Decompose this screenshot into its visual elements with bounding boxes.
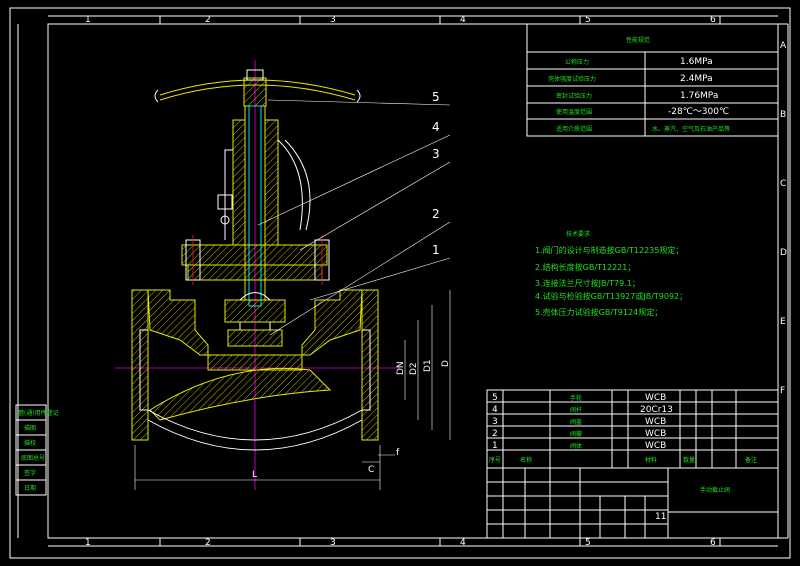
tech-req-3: 3.连接法兰尺寸按JB/T79.1； (535, 278, 640, 288)
handwheel (154, 69, 361, 107)
part-no-1: 1 (492, 441, 498, 451)
side-label-1: 借(通)用件登记 (18, 409, 59, 417)
zone-side-a: A (780, 41, 787, 51)
part-name-4: 阀杆 (570, 406, 582, 414)
valve-drawing: L C f DN D2 D1 D 5 4 3 2 1 (115, 60, 451, 490)
dimensions: L C f DN D2 D1 D (134, 290, 451, 490)
title-block: 手动截止阀 11 (486, 467, 779, 539)
spec-row-value-2: 2.4MPa (680, 74, 713, 84)
side-label-3: 描校 (24, 439, 36, 447)
dim-d1: D1 (423, 359, 433, 372)
tech-req-title: 技术要求 (566, 230, 590, 238)
tech-req-4: 4.试验与检验按GB/T13927或JB/T9092； (535, 291, 687, 301)
part-name-3: 阀盖 (570, 418, 582, 426)
side-label-2: 描图 (24, 424, 36, 432)
part-material-4: 20Cr13 (640, 405, 673, 415)
tech-requirements: 技术要求 1.阀门的设计与制造按GB/T12235规定； 2.结构长度按GB/T… (535, 230, 687, 317)
zone-top-6: 6 (710, 15, 716, 25)
zone-marks: 1 2 3 4 5 6 1 2 3 4 5 6 A B C D E F (85, 15, 787, 548)
spec-row-label-4: 使用温度范围 (556, 108, 592, 116)
outer-border (9, 7, 791, 559)
bonnet (181, 235, 330, 323)
drawing-title: 手动截止阀 (700, 486, 730, 494)
spec-row-value-3: 1.76MPa (680, 91, 718, 101)
dim-d: D (441, 360, 451, 367)
dim-dn: DN (396, 361, 406, 375)
side-label-6: 日期 (24, 484, 36, 492)
tech-req-5: 5.壳体压力试验按GB/T9124规定； (535, 307, 662, 317)
zone-bottom-1: 1 (85, 538, 91, 548)
part-no-4: 4 (492, 405, 498, 415)
zone-top-5: 5 (585, 15, 591, 25)
part-no-3: 3 (492, 417, 498, 427)
side-label-column: 借(通)用件登记 描图 描校 底图总号 签字 日期 (15, 404, 59, 496)
spec-row-label-5: 适用介质范围 (556, 125, 592, 133)
spec-row-value-5: 水、蒸汽、空气及石油产品等 (652, 125, 730, 133)
parts-header-no: 序号 (489, 456, 501, 464)
callouts: 5 4 3 2 1 (257, 90, 451, 336)
dim-c: C (368, 465, 374, 475)
part-material-5: WCB (645, 393, 666, 403)
zone-bottom-3: 3 (330, 538, 336, 548)
side-label-4: 底图总号 (21, 454, 45, 462)
inner-border (47, 23, 779, 539)
part-no-5: 5 (492, 393, 498, 403)
disc (227, 322, 283, 347)
parts-list: 5 手轮 WCB 4 阀杆 20Cr13 3 阀盖 WCB 2 阀瓣 WCB 1… (486, 389, 779, 469)
valve-body (131, 289, 379, 451)
spec-row-value-1: 1.6MPa (680, 57, 713, 67)
part-material-3: WCB (645, 417, 666, 427)
tech-req-2: 2.结构长度按GB/T12221； (535, 262, 635, 272)
callout-2: 2 (432, 207, 440, 221)
dim-f: f (396, 448, 400, 458)
part-material-2: WCB (645, 429, 666, 439)
spec-row-value-4: -28℃～300℃ (668, 107, 729, 117)
zone-side-c: C (780, 179, 786, 189)
spec-row-label-3: 密封试验压力 (556, 92, 592, 100)
parts-header-qty: 数量 (683, 456, 695, 464)
sheet-count: 11 (655, 512, 666, 522)
callout-5: 5 (432, 90, 440, 104)
callout-1: 1 (432, 243, 440, 257)
zone-bottom-5: 5 (585, 538, 591, 548)
zone-side-d: D (780, 248, 787, 258)
zone-side-b: B (780, 110, 786, 120)
zone-bottom-4: 4 (460, 538, 466, 548)
spec-table: 性能规范 公称压力 1.6MPa 壳体强度试验压力 2.4MPa 密封试验压力 … (526, 23, 779, 137)
parts-header-remark: 备注 (745, 456, 757, 464)
zone-side-f: F (780, 386, 785, 396)
yoke (217, 119, 311, 246)
zone-top-1: 1 (85, 15, 91, 25)
zone-top-4: 4 (460, 15, 466, 25)
part-name-2: 阀瓣 (570, 430, 582, 438)
part-material-1: WCB (645, 441, 666, 451)
dim-d2: D2 (409, 362, 419, 375)
part-name-1: 阀体 (570, 442, 582, 450)
parts-header-material: 材料 (645, 456, 657, 464)
zone-top-3: 3 (330, 15, 336, 25)
zone-side-e: E (780, 317, 786, 327)
callout-3: 3 (432, 147, 440, 161)
parts-header-name: 名称 (520, 456, 532, 464)
dim-l: L (252, 470, 257, 480)
part-no-2: 2 (492, 429, 498, 439)
spec-table-title: 性能规范 (626, 36, 650, 44)
tech-req-1: 1.阀门的设计与制造按GB/T12235规定； (535, 245, 683, 255)
spec-row-label-1: 公称压力 (565, 58, 589, 66)
zone-bottom-2: 2 (205, 538, 211, 548)
spec-row-label-2: 壳体强度试验压力 (548, 75, 596, 83)
zone-bottom-6: 6 (710, 538, 716, 548)
callout-4: 4 (432, 120, 440, 134)
zone-top-2: 2 (205, 15, 211, 25)
part-name-5: 手轮 (570, 394, 582, 402)
side-label-5: 签字 (24, 469, 36, 477)
